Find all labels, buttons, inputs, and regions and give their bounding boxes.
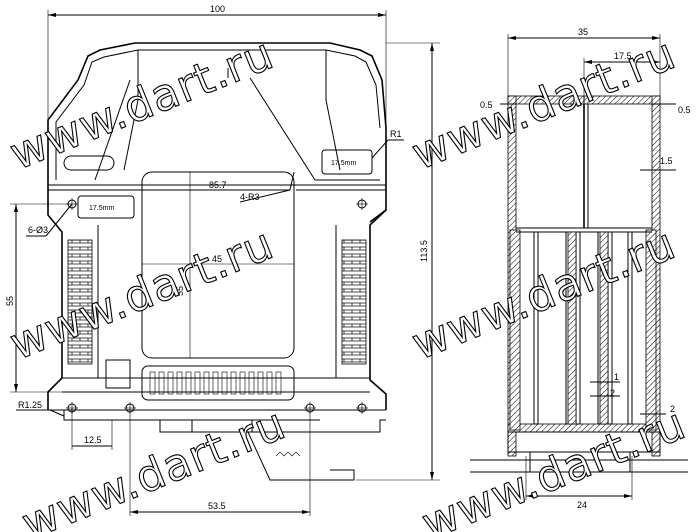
vent-slot [63,155,115,171]
dim-base-width: 53.5 [208,501,226,511]
dim-overall-height: 113.5 [419,240,429,262]
dim-corner-radius: R1 [390,129,402,139]
left-fins [67,239,93,365]
dim-foot-offset: 12.5 [84,435,102,445]
housing-top-outline [47,42,387,223]
dim-gap-2b: 2 [670,404,675,414]
watermark-1: www.dart.ru [3,28,281,180]
vent-grille [149,371,282,395]
side-view: 35 17.5 0.5 [470,27,691,510]
dim-bottom-width: 24 [577,500,587,510]
dim-mount-holes: 6-Ø3 [28,225,48,235]
dim-overall-depth: 35 [578,27,588,37]
dim-gap-1: 1 [614,372,619,382]
dim-foot-radius: R1.25 [18,400,42,410]
dim-inner-depth: 17.5 [614,51,632,61]
dim-window-width: 45 [212,254,222,264]
dim-wall-left: 0.5 [480,100,493,110]
din-clip [247,431,355,481]
dim-hole-spacing: 85.7 [209,180,227,190]
right-fins [341,239,367,365]
dim-gap-2a: 2 [610,388,615,398]
dim-overall-width: 100 [210,4,225,14]
module-label-left: 17.5mm [89,205,114,212]
dim-side-height: 55 [5,296,15,306]
dim-rib: 1.5 [660,156,673,166]
module-label-top: 17.5mm [331,160,356,167]
dim-window-height: 55 [175,286,185,296]
dim-wall-right: 0.5 [678,105,691,115]
watermark-4: www.dart.ru [405,218,683,370]
display-window [141,171,295,359]
front-view: 100 17.5mm 17.5mm 45 55 85.7 4-R3 [5,4,440,516]
dim-holes-label: 4-R3 [240,192,260,202]
pcb-boards [533,231,633,425]
watermark-6: www.dart.ru [415,398,693,532]
